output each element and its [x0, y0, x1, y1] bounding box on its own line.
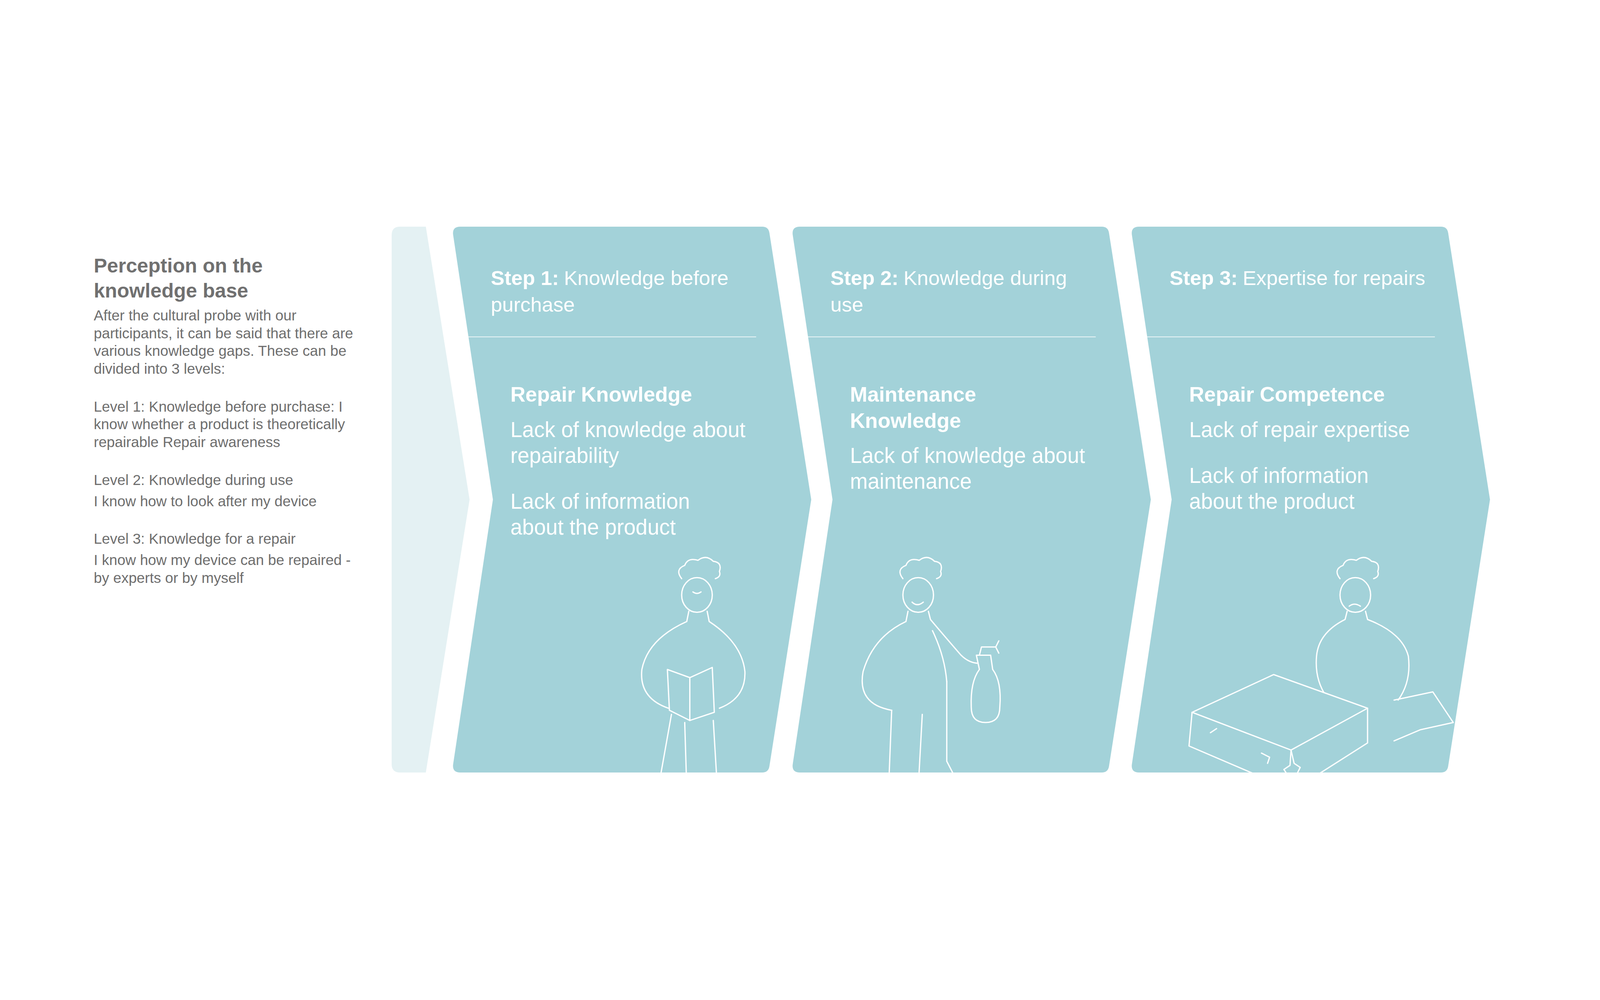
intro-text: Level 1: Knowledge before purchase: I kn… [93, 397, 357, 452]
step-heading: Step 1:Knowledge before purchase [490, 265, 750, 318]
figure-head [1340, 577, 1371, 613]
step-number: Step 1: [490, 266, 559, 290]
divider-line [807, 336, 1096, 338]
figure-stroke [862, 611, 908, 711]
chevron-fill [792, 226, 1151, 773]
intro-text: I know how to look after my device [93, 492, 357, 511]
figure-stroke [1281, 750, 1300, 773]
section-title: Perception on the knowledge base [93, 253, 357, 304]
chevron-fill [1131, 226, 1490, 773]
figure-stroke [932, 630, 947, 682]
figure-stroke [658, 714, 718, 773]
figure-head [681, 577, 713, 613]
divider-line [467, 336, 757, 338]
intro-text: Level 2: Knowledge during use [93, 471, 357, 490]
figure-stroke [1210, 728, 1270, 764]
chevron-box: Step 1:Knowledge before purchaseRepair K… [452, 226, 812, 773]
text-column: Repair CompetenceLack of repair expertis… [1189, 381, 1431, 515]
figure-stroke [971, 655, 1001, 723]
figure-stroke [1192, 674, 1368, 750]
chevron-fill [452, 226, 812, 773]
intro-text: Level 3: Knowledge for a repair [93, 530, 357, 548]
chevron-box: Step 3:Expertise for repairsRepair Compe… [1130, 226, 1490, 773]
step-title: Expertise for repairs [1242, 266, 1425, 290]
figure-stroke [979, 640, 1000, 655]
step-number: Step 2: [830, 266, 899, 290]
gap-heading: Repair Knowledge [510, 381, 753, 408]
intro-text: I know how my device can be repaired - b… [93, 551, 357, 587]
figure-stroke [1337, 557, 1379, 579]
gap-heading: Maintenance Knowledge [850, 381, 1092, 434]
text-column: Maintenance KnowledgeLack of knowledge a… [850, 381, 1092, 495]
gap-text: Lack of information about the product [510, 488, 728, 541]
intro-text: After the cultural probe with our partic… [93, 306, 357, 378]
gap-text: Lack of repair expertise [1189, 417, 1427, 443]
chevron-box: Step 2:Knowledge during useMaintenance K… [791, 226, 1151, 773]
figure-stroke [900, 557, 942, 579]
gap-text: Lack of knowledge about repairability [510, 417, 748, 469]
figure-stroke [1316, 611, 1348, 698]
figure-stroke [1349, 604, 1361, 607]
figure-stroke [888, 681, 962, 773]
text-column: Repair KnowledgeLack of knowledge about … [510, 381, 753, 541]
intro-block: Perception on the knowledge baseAfter th… [93, 253, 357, 587]
figure-stroke [1365, 611, 1409, 700]
figure-stroke [1189, 708, 1368, 773]
figure-stroke [692, 592, 702, 594]
gap-text: Lack of information about the product [1189, 462, 1406, 515]
gap-heading: Repair Competence [1189, 381, 1431, 408]
step-number: Step 3: [1169, 266, 1238, 290]
figure-stroke [912, 602, 924, 605]
figure-stroke [1394, 692, 1454, 742]
figure-stroke [678, 557, 720, 579]
illustration [1189, 557, 1454, 773]
figure-stroke [689, 677, 691, 721]
lead-chevron [391, 226, 470, 773]
figure-head [902, 577, 934, 613]
illustration [641, 557, 745, 773]
figure-stroke [667, 667, 715, 721]
gap-text: Lack of knowledge about maintenance [850, 442, 1088, 495]
step-heading: Step 2:Knowledge during use [830, 265, 1089, 318]
step-heading: Step 3:Expertise for repairs [1169, 265, 1428, 292]
illustration [862, 557, 1000, 773]
divider-line [1146, 336, 1435, 338]
